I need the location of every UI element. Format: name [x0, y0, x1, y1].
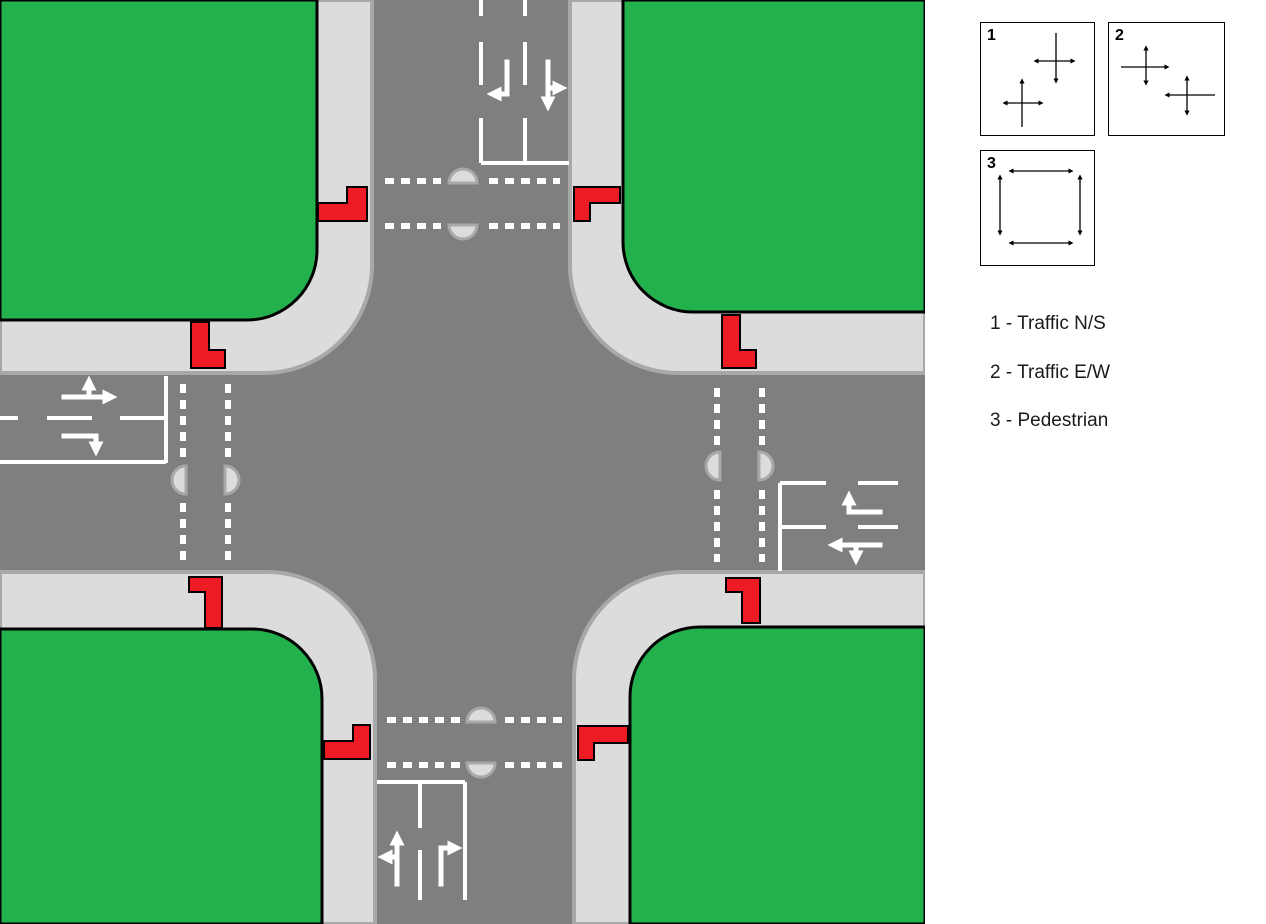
north-left-lane-arrow-icon	[486, 59, 510, 102]
phase-number: 2	[1115, 27, 1124, 44]
island-north-bottom	[447, 223, 479, 241]
tactile-paving-sw-2	[323, 724, 371, 760]
tactile-paving-sw-1	[188, 576, 223, 629]
grass-nw	[0, 0, 319, 322]
tactile-paving	[188, 186, 761, 761]
island-south-top	[465, 706, 497, 724]
tactile-paving-se-1	[725, 577, 761, 624]
east-top-lane-arrow-icon	[841, 490, 883, 515]
island-east-left	[704, 450, 722, 482]
phase-number: 1	[987, 27, 996, 44]
lane-markings	[0, 0, 898, 900]
refuge-islands	[170, 167, 775, 779]
grass-se	[628, 625, 925, 924]
east-west-arrows-icon	[1121, 45, 1215, 116]
legend-item-pedestrian: 3 - Pedestrian	[990, 410, 1109, 431]
phase-box-3: 3	[980, 150, 1095, 266]
phase-box-2: 2	[1108, 22, 1225, 136]
phase-box-1: 1	[980, 22, 1095, 136]
tactile-paving-ne-2	[721, 314, 757, 369]
tactile-paving-nw-1	[317, 186, 368, 222]
tactile-paving-se-2	[577, 725, 629, 761]
island-south-bottom	[465, 761, 497, 779]
grass-ne	[621, 0, 925, 314]
island-north-top	[447, 167, 479, 185]
phase-number: 3	[987, 155, 996, 172]
north-south-arrows-icon	[1002, 33, 1076, 127]
tactile-paving-ne-1	[573, 186, 621, 222]
crosswalks	[180, 178, 765, 768]
intersection-map	[0, 0, 925, 924]
island-west-right	[223, 464, 241, 496]
island-west-left	[170, 464, 188, 496]
road-arrows	[61, 59, 883, 887]
legend-item-traffic-ns: 1 - Traffic N/S	[990, 313, 1106, 334]
south-right-lane-arrow-icon	[438, 840, 463, 887]
grass-sw	[0, 627, 324, 924]
island-east-right	[757, 450, 775, 482]
tactile-paving-nw-2	[190, 321, 226, 369]
grass-areas	[0, 0, 925, 924]
pedestrian-loop-arrows-icon	[997, 168, 1083, 246]
west-bottom-lane-arrow-icon	[61, 433, 104, 457]
legend-item-traffic-ew: 2 - Traffic E/W	[990, 361, 1111, 383]
phase-legend: 1 - Traffic N/S 2 - Traffic E/W 3 - Pede…	[990, 312, 1110, 458]
